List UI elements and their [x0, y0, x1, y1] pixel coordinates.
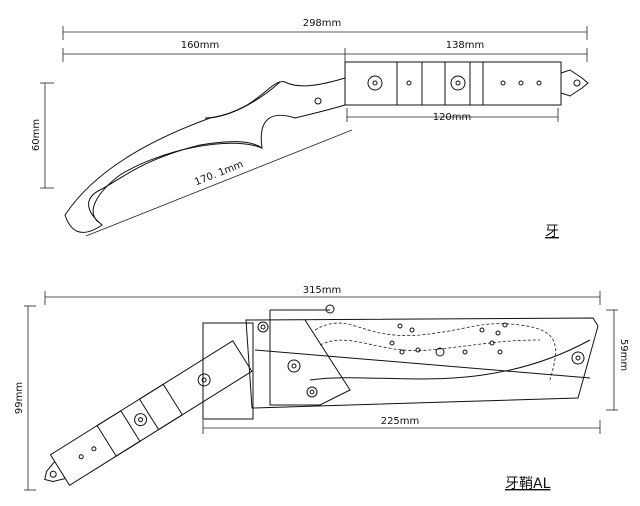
dimension-label-120: 120mm	[433, 112, 472, 123]
blade-outline	[64, 77, 346, 233]
sheath-title: 牙鞘AL	[505, 476, 551, 492]
dimension-label-225: 225mm	[381, 416, 420, 427]
dimension-label-160: 160mm	[181, 40, 220, 51]
dimension-sheath-overall-length: 315mm	[44, 285, 601, 305]
sheath-straps	[254, 339, 591, 381]
dimension-overall-length: 298mm	[62, 18, 588, 40]
dimension-sheath-length: 225mm	[202, 416, 601, 434]
dimension-label-60: 60mm	[31, 119, 42, 151]
blade-hidden-outline	[314, 322, 556, 381]
dimension-label-298: 298mm	[303, 18, 342, 29]
dimension-label-99: 99mm	[14, 382, 25, 414]
knife-drawing: 298mm 160mm 138mm	[31, 18, 589, 240]
dimension-label-59: 59mm	[618, 339, 629, 371]
dimension-grip-length: 120mm	[346, 108, 559, 123]
sheath-clip	[269, 309, 351, 406]
dimension-label-138: 138mm	[446, 40, 485, 51]
dimension-sheath-height: 59mm	[606, 309, 629, 411]
dimension-blade-length: 160mm 138mm	[62, 40, 588, 62]
knife-title: 牙	[545, 224, 559, 240]
sheath-body	[245, 317, 599, 409]
sheath-drawing: 315mm 99mm 59mm	[14, 285, 629, 492]
dimension-blade-edge: 170. 1mm	[85, 129, 353, 237]
knife-handle	[344, 61, 589, 106]
sheath-holes	[389, 322, 508, 357]
sheathed-knife-handle	[44, 340, 253, 486]
sheath-frame	[202, 322, 254, 420]
blade-fuller	[92, 81, 281, 223]
dimension-sheath-overall-height: 99mm	[14, 305, 36, 491]
dimension-label-315: 315mm	[303, 285, 342, 296]
blade-hole	[314, 97, 322, 105]
dimension-label-170: 170. 1mm	[193, 159, 245, 188]
dimension-blade-height: 60mm	[31, 82, 54, 189]
